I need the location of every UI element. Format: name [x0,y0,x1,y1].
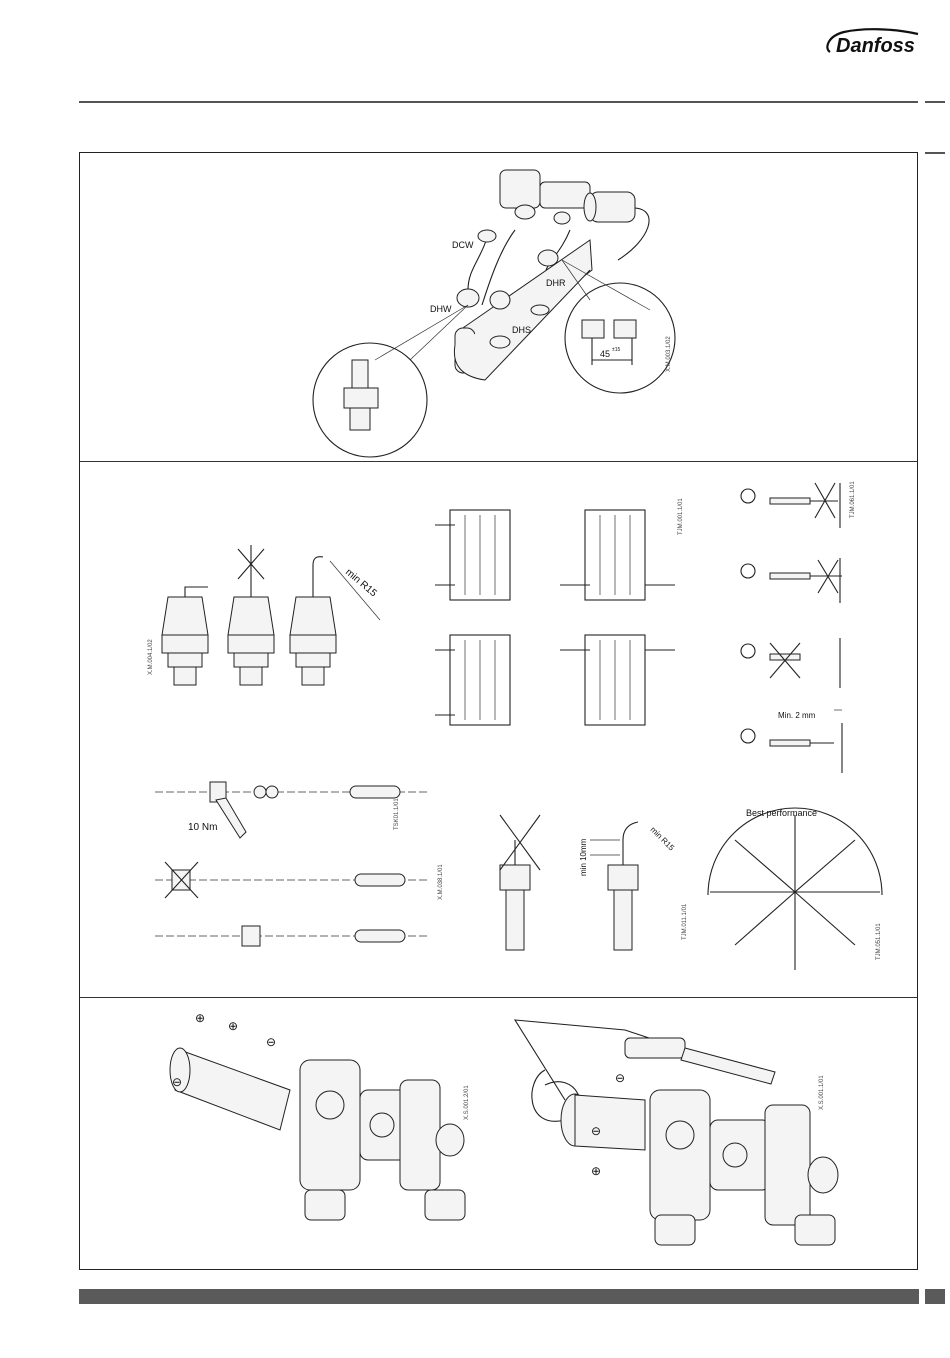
code-installation: X.M.003.1/02 [666,336,672,372]
immersion-variant-3 [435,635,510,725]
sensor-gap-diagram: Min. 2 mm TJM.061.1/01 [730,478,870,778]
bend-correct: min 10mm min R15 [579,822,676,950]
code-orientation: TJM.051.1/01 [876,923,882,960]
heat-exchanger [454,240,592,380]
code-torque: TSK01.1/01 [394,798,400,830]
gap-wrong-2 [741,558,842,603]
min-radius-label-2: min R15 [649,825,677,853]
gap-wrong-3 [741,638,840,688]
bend-wrong [500,815,540,950]
actuator-2 [228,545,274,685]
immersion-variant-1 [435,510,510,600]
torque-label: 10 Nm [188,822,217,833]
code-gap: TJM.061.1/01 [850,481,856,518]
header-rule-tab-2 [925,152,945,154]
bulb-torque: 10 Nm [155,782,430,838]
label-dcw: DCW [452,240,474,250]
sensor-torque-diagram: 10 Nm TSK01.1/01 X.M.038.1/01 [150,770,450,950]
adjustment-left-diagram: ⊕ ⊕ ⊖ ⊖ X.S.001.2/01 [150,1010,480,1240]
minus-symbol-2: ⊖ [172,1075,182,1089]
plus-symbol-3: ⊕ [591,1164,601,1178]
section-divider-1 [80,461,917,462]
bulb-union-wrong [155,862,430,898]
logo-text: Danfoss [836,35,915,57]
valve-body-right [650,1090,838,1245]
footer-tab [925,1289,945,1304]
sensor-bend-diagram: min 10mm min R15 TJM.011.1/01 [490,810,690,960]
gap-correct: Min. 2 mm [741,710,842,773]
label-dhw: DHW [430,304,452,314]
code-adjust-left: X.S.001.2/01 [464,1085,470,1120]
min-depth-label: min 10mm [579,838,588,876]
label-dhr: DHR [546,278,566,288]
code-union: X.M.038.1/01 [438,864,444,900]
code-actuators: X.M.004.1/02 [148,639,154,675]
sensor-immersion-diagram: TJM.001.1/01 [420,505,695,730]
section-divider-2 [80,997,917,998]
footer-bar [79,1289,919,1304]
immersion-variant-4 [560,635,675,725]
detail-fitting-circle [313,343,427,457]
actuator-3: min R15 [290,557,380,685]
sensor-orientation-diagram: Best performance TJM.051.1/01 [700,800,890,980]
immersion-variant-2 [560,510,675,600]
minus-symbol-1: ⊖ [266,1035,276,1049]
plus-symbol-2: ⊕ [228,1019,238,1033]
danfoss-logo: Danfoss [822,22,938,64]
installation-diagram: DCW DHR DHW DHS 45 ±15 X.M.003.1/02 [300,160,690,460]
valve-body-left [300,1060,465,1220]
sensor-actuators-diagram: min R15 X.M.004.1/02 [140,535,400,705]
header-rule-tab [925,101,945,103]
bulb-union-correct [155,926,430,946]
best-performance-label: Best performance [746,808,817,818]
code-immersion: TJM.001.1/01 [678,498,684,535]
orientation-bulbs [710,815,880,970]
minus-symbol-4: ⊖ [591,1124,601,1138]
code-bend: TJM.011.1/01 [682,903,688,940]
header-rule [79,101,918,103]
angle-label: 45 [600,349,610,359]
plus-symbol-1: ⊕ [195,1011,205,1025]
code-adjust-right: X.S.001.1/01 [819,1075,825,1110]
min-gap-label: Min. 2 mm [778,711,816,720]
minus-symbol-3: ⊖ [615,1071,625,1085]
label-dhs: DHS [512,325,531,335]
gap-wrong-1 [741,483,840,528]
angle-tolerance: ±15 [612,347,621,353]
adjustment-right-diagram: ⊖ ⊖ ⊕ X.S.001.1/01 [505,1010,865,1255]
adjustment-knob [170,1048,290,1130]
actuator-1 [162,587,208,685]
valve-assembly [500,170,649,260]
thermostat-head [561,1094,645,1150]
